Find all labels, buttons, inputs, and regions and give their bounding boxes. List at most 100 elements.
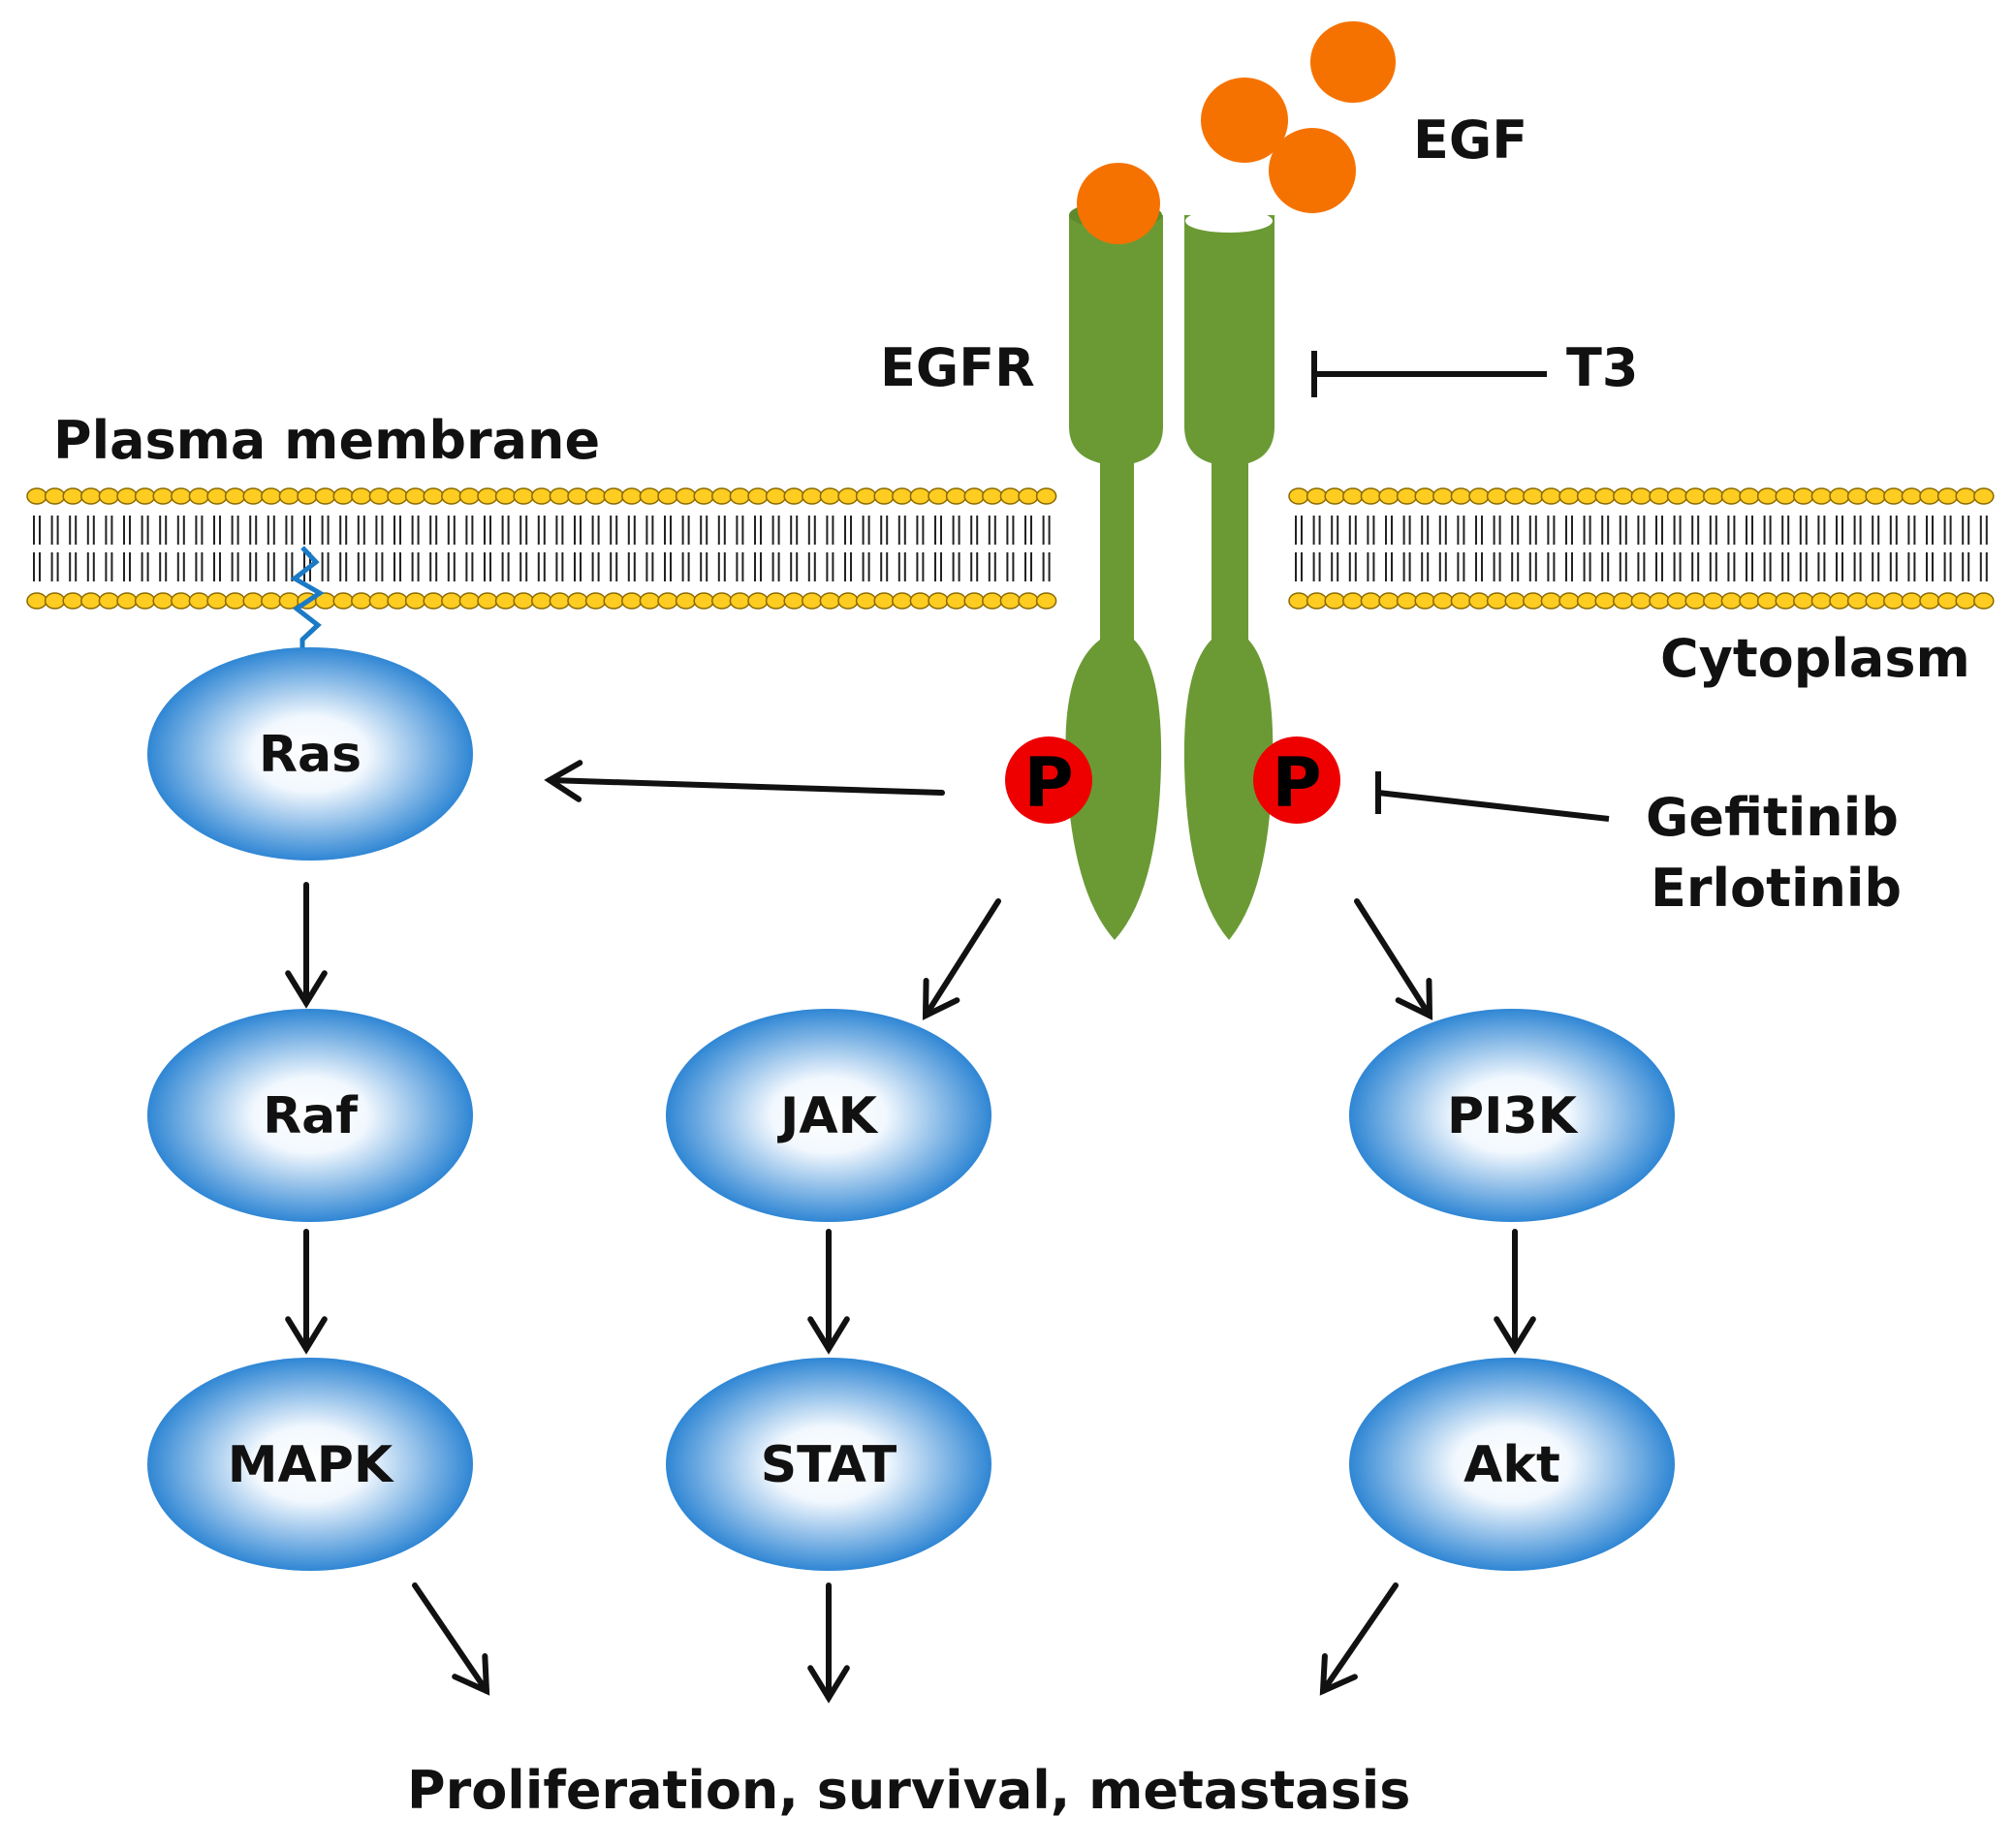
lipid-head	[1793, 487, 1814, 505]
lipid-head	[819, 487, 841, 505]
lipid-head	[1306, 487, 1328, 505]
lipid-head	[1739, 592, 1760, 610]
lipid-head	[1576, 592, 1598, 610]
lipid-head	[1035, 487, 1057, 505]
lipid-head	[494, 487, 517, 505]
lipid-head	[999, 487, 1022, 505]
lipid-head	[747, 487, 769, 505]
lipid-head	[1360, 487, 1382, 505]
lipid-head	[729, 487, 751, 505]
lipid-head	[1630, 592, 1652, 610]
lipid-head	[224, 592, 246, 610]
lipid-head	[387, 592, 408, 610]
node-stat: STAT	[666, 1358, 991, 1571]
ras-to-raf-arrow	[285, 882, 328, 1009]
lipid-head	[188, 592, 210, 610]
lipid-head	[80, 592, 102, 610]
lipid-head	[116, 592, 138, 610]
lipid-head	[1846, 487, 1869, 505]
arrow-shaft	[412, 1582, 489, 1694]
arrow-icon	[285, 970, 328, 1009]
lipid-head	[1810, 592, 1833, 610]
lipid-head	[1756, 487, 1778, 505]
lipid-head	[1630, 487, 1652, 505]
lipid-head	[62, 592, 83, 610]
lipid-head	[982, 592, 1003, 610]
lipid-head	[116, 487, 138, 505]
lipid-head	[1955, 487, 1976, 505]
lipid-head	[1018, 487, 1039, 505]
lipid-head	[837, 592, 859, 610]
lipid-head	[332, 592, 354, 610]
node-akt-label: Akt	[1463, 1436, 1560, 1494]
lipid-head	[603, 487, 624, 505]
arrow-icon	[922, 978, 960, 1020]
lipid-head	[1666, 487, 1688, 505]
egf-label: EGF	[1413, 110, 1527, 171]
lipid-head	[1396, 487, 1418, 505]
lipid-head	[387, 487, 408, 505]
lipid-head	[1324, 487, 1345, 505]
lipid-head	[1576, 487, 1598, 505]
arrow-icon	[1494, 1316, 1536, 1355]
lipid-head	[494, 592, 517, 610]
lipid-head	[531, 487, 552, 505]
node-pi3k-label: PI3K	[1447, 1087, 1579, 1145]
egfr-to-pi3k-arrow	[1354, 898, 1433, 1020]
lipid-head	[1324, 592, 1345, 610]
lipid-head	[1468, 592, 1490, 610]
node-akt: Akt	[1349, 1358, 1675, 1571]
lipid-head	[1720, 592, 1743, 610]
lipid-head	[1739, 487, 1760, 505]
lipid-head	[351, 592, 372, 610]
lipid-head	[1504, 487, 1526, 505]
lipid-head	[567, 592, 588, 610]
lipid-head	[1486, 592, 1508, 610]
lipid-head	[1793, 592, 1814, 610]
lipid-head	[351, 487, 372, 505]
egf-ligand-icon	[1310, 21, 1396, 103]
node-jak-label: JAK	[777, 1087, 879, 1145]
lipid-head	[171, 592, 192, 610]
lipid-head	[1684, 592, 1706, 610]
lipid-head	[1703, 592, 1724, 610]
lipid-head	[928, 487, 949, 505]
phospho-site-right: P	[1253, 736, 1340, 824]
lipid-head	[404, 592, 426, 610]
plasma-membrane-label: Plasma membrane	[53, 410, 600, 471]
lipid-head	[1523, 487, 1544, 505]
lipid-head	[531, 592, 552, 610]
lipid-head	[639, 487, 661, 505]
lipid-head	[892, 592, 913, 610]
phospho-label: P	[1023, 743, 1073, 823]
akt-to-outcome-arrow	[1319, 1582, 1399, 1696]
lipid-head	[765, 592, 787, 610]
lipid-head	[657, 487, 678, 505]
arrow-icon	[544, 760, 583, 802]
lipid-head	[458, 487, 481, 505]
plasma-membrane-bilayer	[26, 487, 1995, 610]
lipid-head	[171, 487, 192, 505]
lipid-head	[711, 592, 733, 610]
lipid-head	[477, 487, 498, 505]
egfr-monomer-right	[1183, 209, 1274, 940]
lipid-head	[928, 592, 949, 610]
arrow-shaft	[1354, 898, 1432, 1018]
tki-inhibition	[1375, 771, 1610, 822]
lipid-head	[802, 592, 823, 610]
lipid-head	[1703, 487, 1724, 505]
lipid-head	[1901, 487, 1923, 505]
lipid-head	[1360, 592, 1382, 610]
node-mapk: MAPK	[147, 1358, 473, 1571]
lipid-head	[1829, 487, 1850, 505]
lipid-head	[584, 487, 607, 505]
lipid-head	[855, 487, 877, 505]
egf-ligand-icon	[1269, 128, 1356, 213]
lipid-head	[1306, 592, 1328, 610]
lipid-head	[44, 487, 66, 505]
lipid-head	[892, 487, 913, 505]
outcome-label: Proliferation, survival, metastasis	[407, 1760, 1410, 1821]
egfr-to-jak-arrow	[922, 898, 1001, 1020]
egfr-to-ras-arrow	[544, 760, 945, 802]
